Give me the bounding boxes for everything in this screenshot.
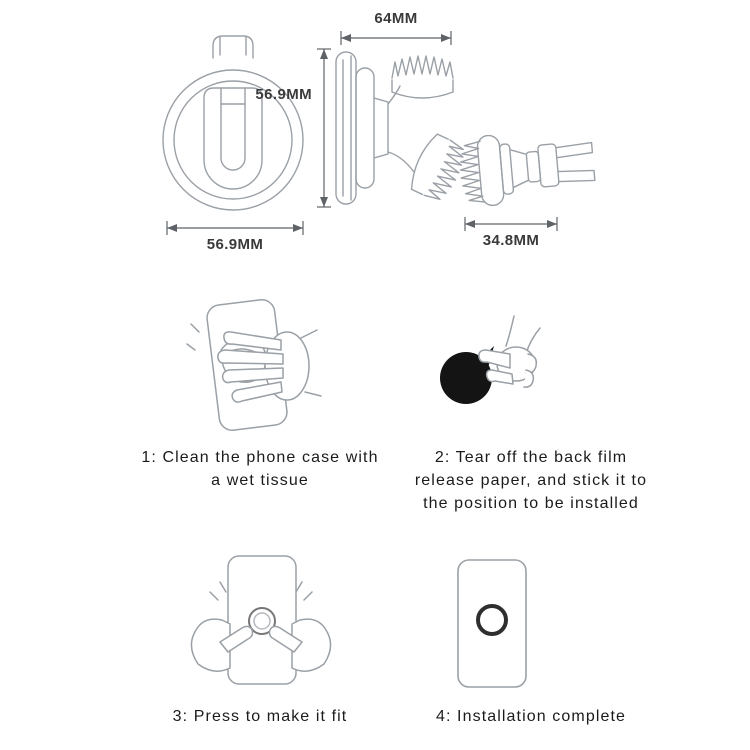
step3-illustration [190,555,332,685]
step4-caption: 4: Installation complete [435,708,627,725]
holder-top-tab-icon [212,35,254,59]
neck-icon [373,97,389,159]
hand-icon [478,315,541,388]
step2-illustration [440,315,541,404]
right-hand-icon [268,618,332,672]
collar-icon [499,143,515,195]
mount-ring-icon [248,607,276,635]
step1-illustration [186,299,322,431]
bottom-claw-icon [410,133,471,206]
side-view-drawing [335,51,471,206]
dim-side-height-label: 56.9MM [255,86,312,103]
left-hand-icon [190,618,254,672]
motion-lines-icon [186,323,200,351]
disc-edge-icon [335,51,375,205]
step2-caption: 2: Tear off the back film release paper,… [414,449,648,512]
fork-icon [537,141,596,188]
phone-icon [227,555,297,685]
hand-icon [217,329,322,403]
dim-line-clip-width [464,217,558,231]
step1-caption: 1: Clean the phone case with a wet tissu… [141,449,379,489]
step4-illustration [457,559,527,688]
taper-icon [509,149,530,189]
holder-ring-icon [162,69,304,211]
dim-clip-width-label: 34.8MM [482,232,540,249]
phone-icon [457,559,527,688]
motion-lines-icon [209,581,313,601]
dim-line-front-width [166,221,304,235]
dim-front-width-label: 56.9MM [206,236,264,253]
clip-view-drawing [457,134,596,207]
dim-top-width-label: 64MM [374,10,418,27]
installed-ring-icon [476,604,508,636]
holder-clip-icon [203,87,263,190]
claw-cap-icon [457,134,505,207]
step3-caption: 3: Press to make it fit [172,708,348,725]
dim-line-side-height [317,48,331,208]
top-claw-icon [391,55,454,99]
front-view-drawing [162,35,304,211]
dim-line-top-width [340,31,452,45]
